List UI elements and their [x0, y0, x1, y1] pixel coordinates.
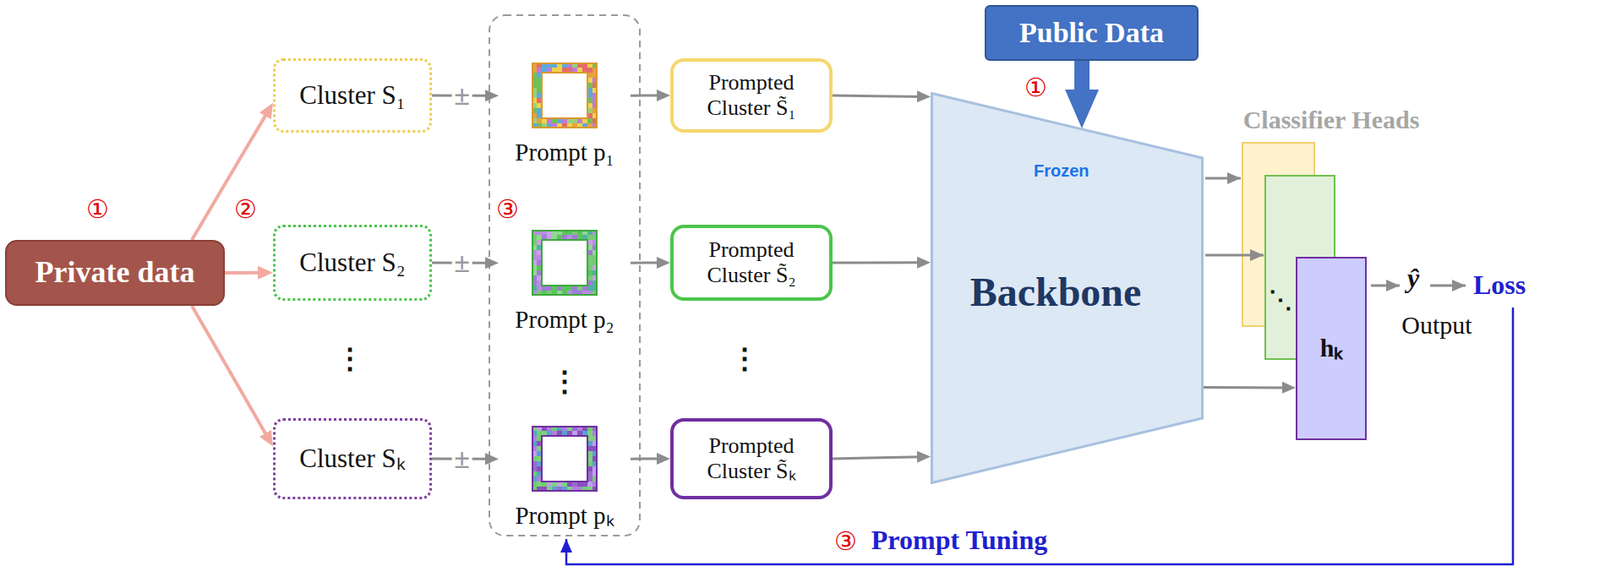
arrowhead — [656, 453, 671, 465]
connector — [1064, 60, 1099, 129]
prompt-icon — [531, 62, 598, 129]
cluster-box: Cluster Sₖ — [273, 418, 432, 500]
node-text: Frozen — [1033, 161, 1090, 181]
prompt-group-outline — [489, 15, 640, 536]
connector-line — [832, 95, 923, 97]
output-symbol: ŷ — [1407, 263, 1420, 294]
callout-number: ③ — [496, 195, 519, 224]
loss-label: Loss — [1473, 270, 1526, 301]
ellipsis: ⋮ — [730, 343, 760, 375]
node-text: Prompt p₂ — [514, 305, 614, 334]
arrowhead — [259, 430, 274, 448]
prompt-icon — [531, 425, 598, 492]
arrowhead — [257, 266, 274, 280]
connector-line — [832, 457, 923, 459]
node-text: Prompted Cluster S̃₁ — [681, 70, 822, 121]
connector — [832, 90, 931, 103]
node-text: Cluster Sₖ — [299, 443, 406, 475]
ellipsis: ⋮ — [550, 365, 579, 398]
loss-arrow — [1430, 284, 1466, 288]
node-text: Prompted Cluster S̃ₖ — [681, 433, 822, 485]
connector — [224, 266, 274, 280]
callout-number: ② — [234, 195, 257, 224]
connector — [1203, 382, 1296, 394]
cluster-box: Cluster S₁ — [273, 58, 432, 133]
prompted-cluster-box: Prompted Cluster S̃₁ — [670, 58, 833, 133]
arrowhead — [656, 256, 671, 269]
arrowhead — [1064, 89, 1099, 129]
node-text: Prompt pₖ — [514, 502, 614, 530]
callout-number: ③ — [834, 527, 858, 556]
head-arrow — [1205, 177, 1241, 181]
group-title: Classifier Heads — [1243, 105, 1420, 134]
output-arrow — [1370, 284, 1400, 288]
arrowhead — [917, 256, 931, 269]
classifier-head: hₖ — [1295, 256, 1367, 441]
node-text: Backbone — [970, 268, 1142, 316]
prompt-node: Prompt p₁ — [498, 59, 631, 167]
node-text: Prompted Cluster S̃₂ — [681, 237, 822, 289]
prompted-cluster-box: Prompted Cluster S̃₂ — [670, 224, 833, 301]
connector — [832, 256, 931, 269]
arrowhead — [1282, 382, 1296, 394]
connector — [832, 451, 931, 464]
node-text: Private data — [35, 255, 196, 290]
node-text: Cluster S₁ — [299, 80, 405, 111]
step-title: Prompt Tuning — [871, 525, 1048, 556]
connector-line — [1203, 386, 1288, 389]
prompted-cluster-box: Prompted Cluster S̃ₖ — [670, 418, 833, 500]
head-arrow — [1205, 254, 1264, 257]
edge-label: ± — [451, 442, 473, 475]
connector-line — [191, 305, 269, 439]
connector — [630, 89, 671, 102]
cluster-box: Cluster S₂ — [273, 224, 432, 301]
connector — [630, 256, 671, 269]
connector-line — [191, 110, 268, 241]
arrowhead — [917, 90, 931, 103]
backbone-trapezoid: FrozenBackbone — [930, 92, 1204, 485]
connector-line — [832, 261, 923, 264]
edge-label: ± — [451, 246, 473, 279]
edge-label: ± — [451, 79, 473, 111]
arrowhead — [485, 453, 499, 465]
prompt-node: Prompt pₖ — [498, 422, 631, 530]
arrowhead — [917, 451, 931, 464]
callout-number: ① — [1024, 73, 1048, 102]
ellipsis: ⋱ — [1268, 287, 1293, 314]
node-text: hₖ — [1320, 333, 1344, 364]
ellipsis: ⋮ — [335, 343, 365, 375]
output-label: Output — [1401, 311, 1472, 339]
arrowhead — [259, 103, 274, 121]
node-text: Public Data — [1019, 16, 1164, 50]
node-text: Cluster S₂ — [299, 247, 405, 279]
node-text: Prompt p₁ — [514, 138, 614, 167]
arrowhead — [485, 256, 499, 269]
connector — [191, 103, 274, 241]
prompt-icon — [531, 229, 598, 296]
arrowhead — [485, 89, 499, 102]
data-box: Private data — [5, 240, 225, 306]
callout-number: ① — [86, 195, 110, 224]
connector — [191, 305, 274, 448]
connector — [630, 453, 671, 465]
public-data-box: Public Data — [984, 5, 1199, 61]
prompt-node: Prompt p₂ — [498, 226, 631, 334]
arrowhead — [656, 89, 671, 102]
